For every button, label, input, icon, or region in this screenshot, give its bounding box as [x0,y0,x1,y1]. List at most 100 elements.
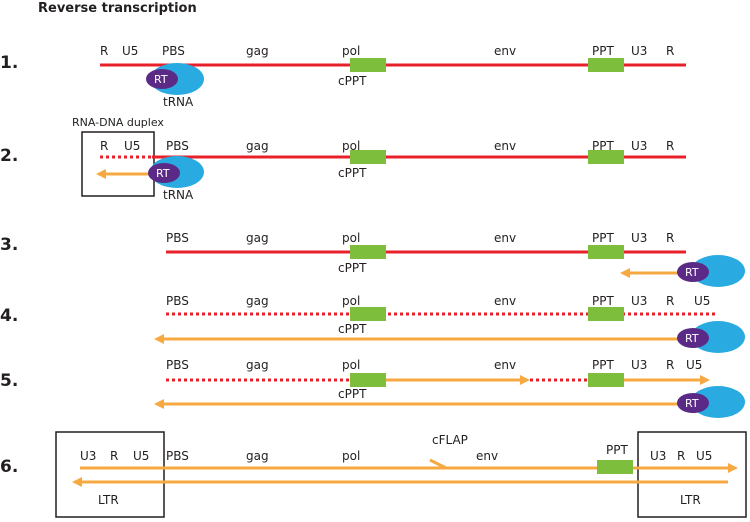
label-u3: U3 [80,449,96,463]
label-cppt: cPPT [338,387,367,401]
label-gag: gag [246,139,269,153]
label-pbs: PBS [162,44,185,58]
label-r-3: R [666,139,674,153]
cppt-box [350,58,386,72]
arrowhead [520,375,530,385]
step-number-4: 4. [0,306,18,326]
label-ppt: PPT [592,231,614,245]
label-r: R [100,44,108,58]
rt-enzyme [148,163,180,183]
arrowhead [700,375,710,385]
label-pol: pol [342,294,360,308]
label-u3-3: U3 [650,449,666,463]
label-u5: U5 [133,449,149,463]
rt-label: RT [156,167,170,180]
label-pol: pol [342,231,360,245]
label-u5: U5 [124,139,140,153]
label-cppt: cPPT [338,74,367,88]
arrowhead [728,463,738,473]
label-ppt: PPT [606,443,628,457]
label-ppt: PPT [592,139,614,153]
label-env: env [494,231,516,245]
step-number-2: 2. [0,146,18,166]
label-r-3: R [666,358,674,372]
step-number-5: 5. [0,371,18,391]
label-r-3: R [666,294,674,308]
label-cppt: cPPT [338,261,367,275]
label-u5: U5 [694,294,710,308]
ppt-box [588,245,624,259]
label-env: env [494,294,516,308]
trna-shape [691,255,745,287]
label-gag: gag [246,358,269,372]
label-pbs: PBS [166,139,189,153]
label-u3: U3 [631,139,647,153]
label-r: R [110,449,118,463]
trna-shape [691,321,745,353]
label-ppt: PPT [592,44,614,58]
step-1: R U5 PBS gag pol env PPT U3 R cPPT RT tR… [100,44,686,109]
duplex-box [81,131,155,197]
diagram-title: Reverse transcription [38,1,197,16]
label-u5: U5 [686,358,702,372]
step-6: U3 R U5 PBS gag pol cFLAP env PPT U3 R U… [55,431,747,518]
ppt-box [588,307,624,321]
label-pol: pol [342,139,360,153]
ppt-box [588,373,624,387]
arrowhead [72,477,82,487]
cflap [429,458,447,470]
label-pbs: PBS [166,358,189,372]
label-gag: gag [246,231,269,245]
step-number-1: 1. [0,53,18,73]
label-env: env [494,358,516,372]
label-ltr-left: LTR [98,493,119,507]
label-gag: gag [246,449,269,463]
cppt-box [350,307,386,321]
label-cflap: cFLAP [432,433,468,447]
ppt-box [588,150,624,164]
label-pbs: PBS [166,231,189,245]
cppt-box [350,373,386,387]
label-gag: gag [246,44,269,58]
arrowhead [154,334,164,344]
ltr-box-right [637,431,747,518]
label-duplex: RNA-DNA duplex [72,116,164,129]
label-pol: pol [342,44,360,58]
ppt-box [588,58,624,72]
rt-enzyme [677,262,709,282]
rt-label: RT [685,332,699,345]
label-cppt: cPPT [338,166,367,180]
label-pbs: PBS [166,294,189,308]
step-number-3: 3. [0,235,18,255]
label-pol: pol [342,358,360,372]
label-env: env [494,44,516,58]
label-ltr-right: LTR [680,493,701,507]
label-r-3: R [666,44,674,58]
ppt-box [597,460,633,474]
label-r-3: R [677,449,685,463]
arrowhead [620,268,630,278]
step-3: PBS gag pol env PPT U3 R cPPT RT [166,231,745,287]
label-gag: gag [246,294,269,308]
label-cppt: cPPT [338,322,367,336]
step-2: RNA-DNA duplex R U5 PBS gag pol env PPT … [72,116,686,202]
label-u3: U3 [631,358,647,372]
cppt-box [350,245,386,259]
ltr-box-left [55,431,165,518]
trna-shape [691,386,745,418]
rt-label: RT [154,73,168,86]
label-pol: pol [342,449,360,463]
step-number-6: 6. [0,457,18,477]
rt-enzyme [677,328,709,348]
rt-enzyme [146,69,178,89]
step-4: PBS gag pol env PPT U3 R U5 cPPT RT [154,294,745,353]
cppt-box [350,150,386,164]
rt-label: RT [685,266,699,279]
label-env: env [494,139,516,153]
step-5: PBS gag pol env PPT U3 R U5 cPPT RT [154,358,745,418]
label-ppt: PPT [592,358,614,372]
label-u3: U3 [631,231,647,245]
label-trna: tRNA [163,188,194,202]
label-u5-3: U5 [696,449,712,463]
